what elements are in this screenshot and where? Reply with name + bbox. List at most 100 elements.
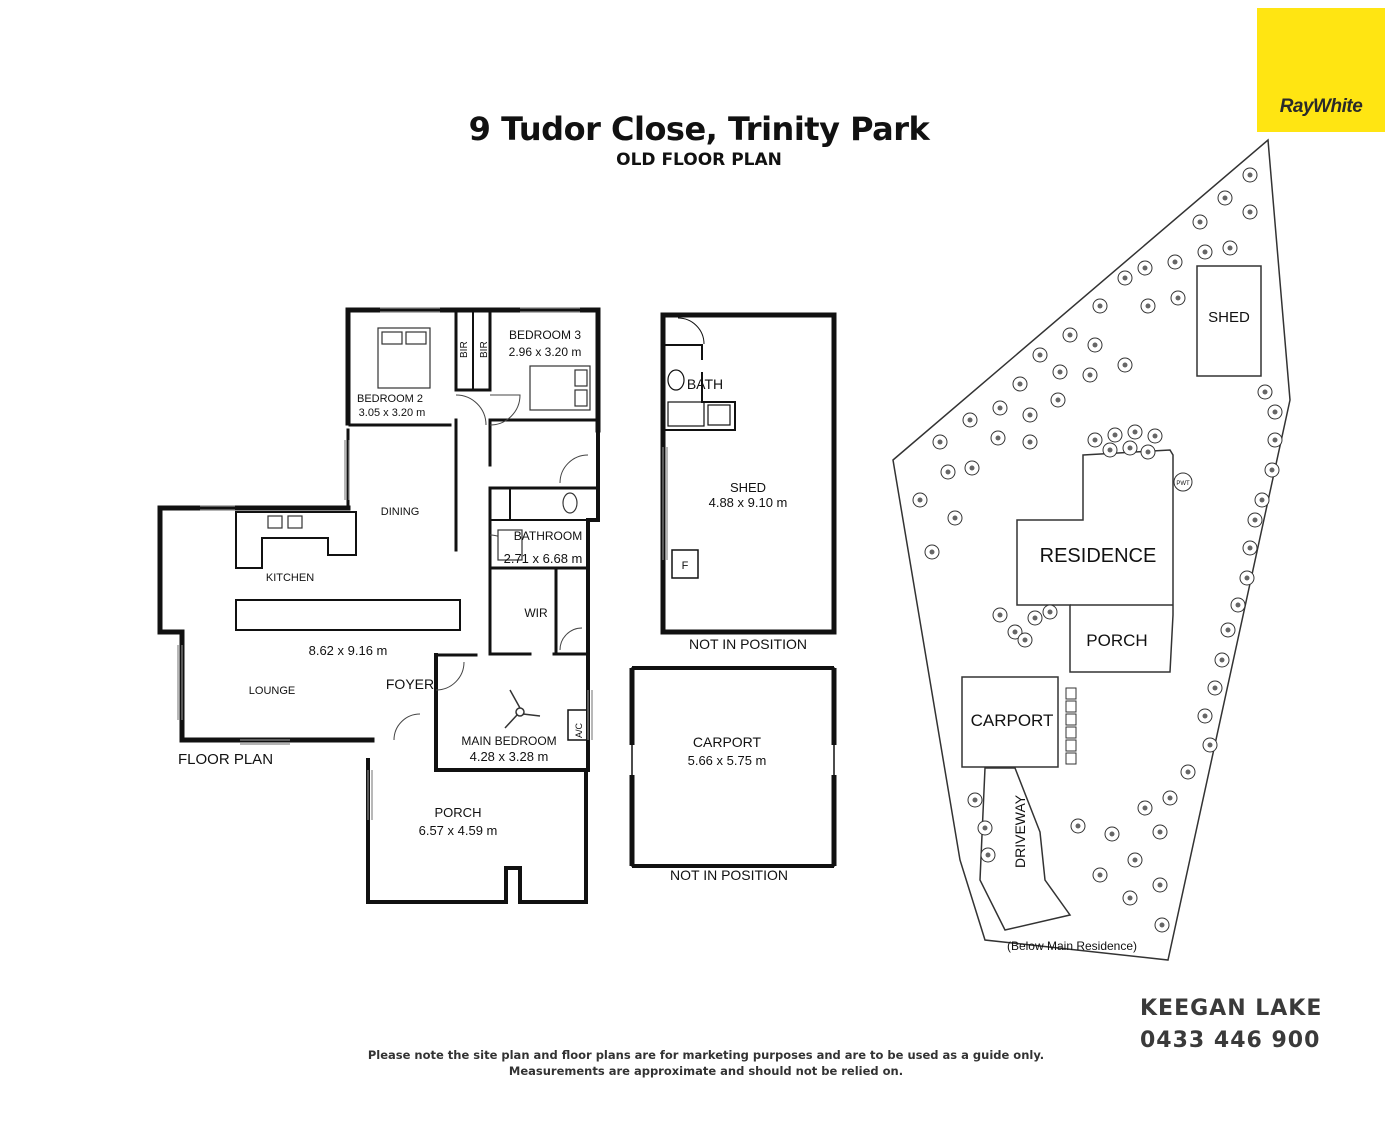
tree-center-icon (1132, 429, 1138, 435)
bedroom2-size: 3.05 x 3.20 m (359, 407, 426, 419)
disclaimer: Please note the site plan and floor plan… (300, 1047, 1112, 1079)
bir-label-2: BIR (479, 341, 490, 358)
tree-center-icon (1222, 195, 1228, 201)
tree-center-icon (1027, 412, 1033, 418)
ac-label: A/C (574, 722, 584, 738)
site-labels: SHED RESIDENCE PORCH CARPORT DRIVEWAY (B… (971, 309, 1250, 953)
tree-center-icon (997, 405, 1003, 411)
carport-labels: CARPORT 5.66 x 5.75 m NOT IN POSITION (670, 734, 788, 883)
hedge-icon (1065, 687, 1077, 700)
tree-center-icon (1272, 409, 1278, 415)
tree-center-icon (1092, 342, 1098, 348)
agent-phone: 0433 446 900 (1140, 1028, 1321, 1053)
tree-center-icon (1092, 437, 1098, 443)
tree-center-icon (967, 417, 973, 423)
tree-center-icon (1075, 823, 1081, 829)
tree-center-icon (1227, 245, 1233, 251)
tree-center-icon (1027, 439, 1033, 445)
living-size: 8.62 x 9.16 m (309, 643, 388, 658)
tree-center-icon (1202, 249, 1208, 255)
tree-center-icon (1219, 657, 1225, 663)
main-bedroom-size: 4.28 x 3.28 m (470, 749, 549, 764)
tree-center-icon (937, 439, 943, 445)
tree-center-icon (1127, 895, 1133, 901)
tree-center-icon (1109, 831, 1115, 837)
house-windows (177, 307, 593, 820)
carport-plan (629, 666, 837, 868)
tree-center-icon (945, 469, 951, 475)
tree-center-icon (1057, 369, 1063, 375)
site-driveway-label: DRIVEWAY (1012, 794, 1028, 868)
tree-center-icon (1157, 829, 1163, 835)
carport-size: 5.66 x 5.75 m (688, 753, 767, 768)
tree-center-icon (1145, 449, 1151, 455)
tree-center-icon (1247, 545, 1253, 551)
property-address-title: 9 Tudor Close, Trinity Park (468, 110, 930, 148)
porch-label: PORCH (435, 805, 482, 820)
site-buildings (961, 265, 1262, 931)
bir-label-1: BIR (459, 341, 470, 358)
main-bedroom-label: MAIN BEDROOM (461, 734, 556, 748)
house-furniture (267, 327, 591, 561)
raywhite-logo: RayWhite (1257, 8, 1385, 132)
hedge-icon (1065, 700, 1077, 713)
site-residence-label: RESIDENCE (1040, 545, 1157, 567)
site-trees (912, 167, 1283, 933)
tree-center-icon (1122, 362, 1128, 368)
bedroom3-size: 2.96 x 3.20 m (509, 345, 582, 359)
wir-label: WIR (524, 606, 548, 620)
lounge-label: LOUNGE (249, 685, 295, 697)
kitchen-label: KITCHEN (266, 572, 314, 584)
tree-center-icon (1172, 259, 1178, 265)
tree-center-icon (1087, 372, 1093, 378)
pwt-icon: PWT (1173, 472, 1193, 492)
shed-labels: BATH SHED 4.88 x 9.10 m F NOT IN POSITIO… (682, 376, 807, 652)
foyer-label: FOYER (386, 676, 434, 692)
tree-center-icon (1259, 497, 1265, 503)
tree-center-icon (1157, 882, 1163, 888)
tree-center-icon (997, 612, 1003, 618)
bedroom3-label: BEDROOM 3 (509, 328, 581, 342)
tree-center-icon (1175, 295, 1181, 301)
tree-center-icon (1145, 303, 1151, 309)
tree-center-icon (1252, 517, 1258, 523)
tree-center-icon (1012, 629, 1018, 635)
tree-center-icon (1152, 433, 1158, 439)
tree-center-icon (1212, 685, 1218, 691)
tree-center-icon (1207, 742, 1213, 748)
tree-center-icon (982, 825, 988, 831)
tree-center-icon (1097, 872, 1103, 878)
tree-center-icon (1159, 922, 1165, 928)
tree-center-icon (1225, 627, 1231, 633)
site-shed-label: SHED (1208, 309, 1250, 326)
carport-note: NOT IN POSITION (670, 867, 788, 883)
site-porch-label: PORCH (1086, 631, 1147, 650)
tree-center-icon (929, 549, 935, 555)
tree-center-icon (1017, 381, 1023, 387)
site-boundary (892, 138, 1291, 961)
tree-center-icon (1047, 609, 1053, 615)
tree-center-icon (1112, 432, 1118, 438)
hedge-icon (1065, 752, 1077, 765)
tree-center-icon (1262, 389, 1268, 395)
shed-bath-label: BATH (687, 376, 723, 392)
pwt-label: PWT (1176, 481, 1190, 487)
site-carport-label: CARPORT (971, 711, 1054, 730)
tree-center-icon (969, 465, 975, 471)
tree-center-icon (1055, 397, 1061, 403)
shed-fixture-label: F (682, 560, 689, 572)
ceiling-fan-icon (504, 689, 541, 729)
porch-size: 6.57 x 4.59 m (419, 823, 498, 838)
tree-center-icon (1167, 795, 1173, 801)
tree-center-icon (1235, 602, 1241, 608)
dining-label: DINING (381, 506, 420, 518)
tree-center-icon (972, 797, 978, 803)
hedge-icon (1065, 739, 1077, 752)
shed-note: NOT IN POSITION (689, 636, 807, 652)
tree-center-icon (1247, 209, 1253, 215)
tree-center-icon (952, 515, 958, 521)
tree-center-icon (917, 497, 923, 503)
bedroom2-label: BEDROOM 2 (357, 393, 423, 405)
bathroom-label: BATHROOM (514, 529, 582, 543)
tree-center-icon (1142, 265, 1148, 271)
